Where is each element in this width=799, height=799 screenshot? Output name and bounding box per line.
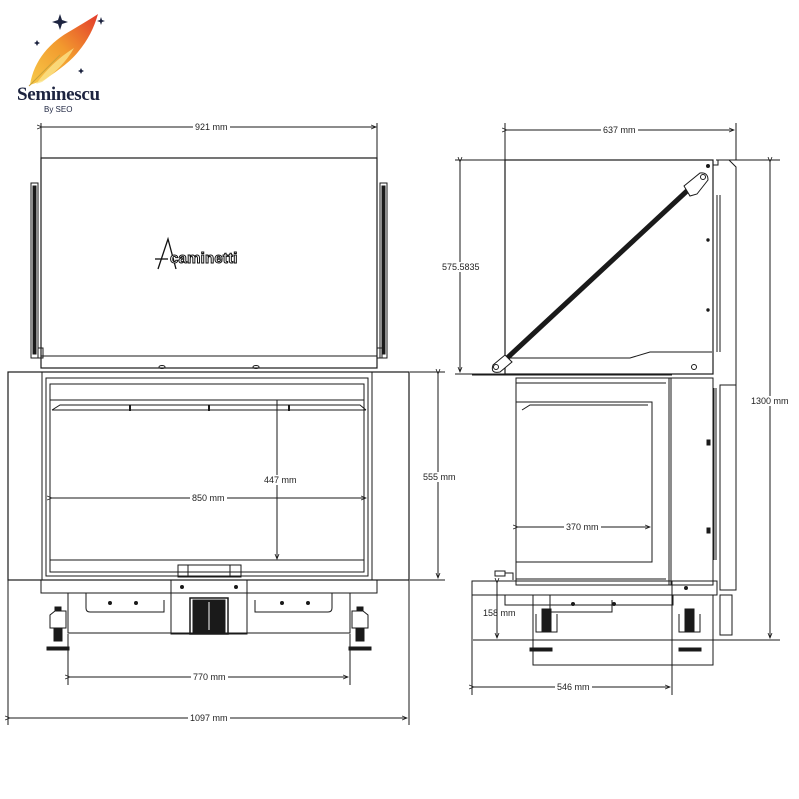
logo-wordmark: Seminescu (17, 84, 100, 105)
foot-right (348, 606, 372, 651)
hood-panel (40, 157, 378, 369)
dim-glass-height: 447 mm (262, 475, 299, 485)
dim-glass-depth: 370 mm (564, 522, 601, 532)
gas-strut (491, 172, 709, 373)
dim-feet-span: 770 mm (191, 672, 228, 682)
brand-a-glyph (155, 236, 177, 270)
dim-overall-width: 1097 mm (188, 713, 230, 723)
dim-base-height: 158 mm (483, 608, 516, 618)
foot-left (46, 606, 70, 651)
dim-overall-height: 1300 mm (749, 396, 791, 406)
logo-byline: By SEO (44, 105, 73, 114)
dim-hood-height: 575.5835 (440, 262, 482, 272)
dim-base-depth: 546 mm (555, 682, 592, 692)
dim-top-width: 921 mm (193, 122, 230, 132)
logo-mark (28, 14, 105, 87)
side-foot-right (678, 608, 702, 652)
dim-depth-top: 637 mm (601, 125, 638, 135)
dim-glass-width: 850 mm (190, 493, 227, 503)
dim-body-height: 555 mm (421, 472, 458, 482)
brand-label: caminetti (170, 250, 238, 268)
side-foot-left (529, 608, 558, 652)
